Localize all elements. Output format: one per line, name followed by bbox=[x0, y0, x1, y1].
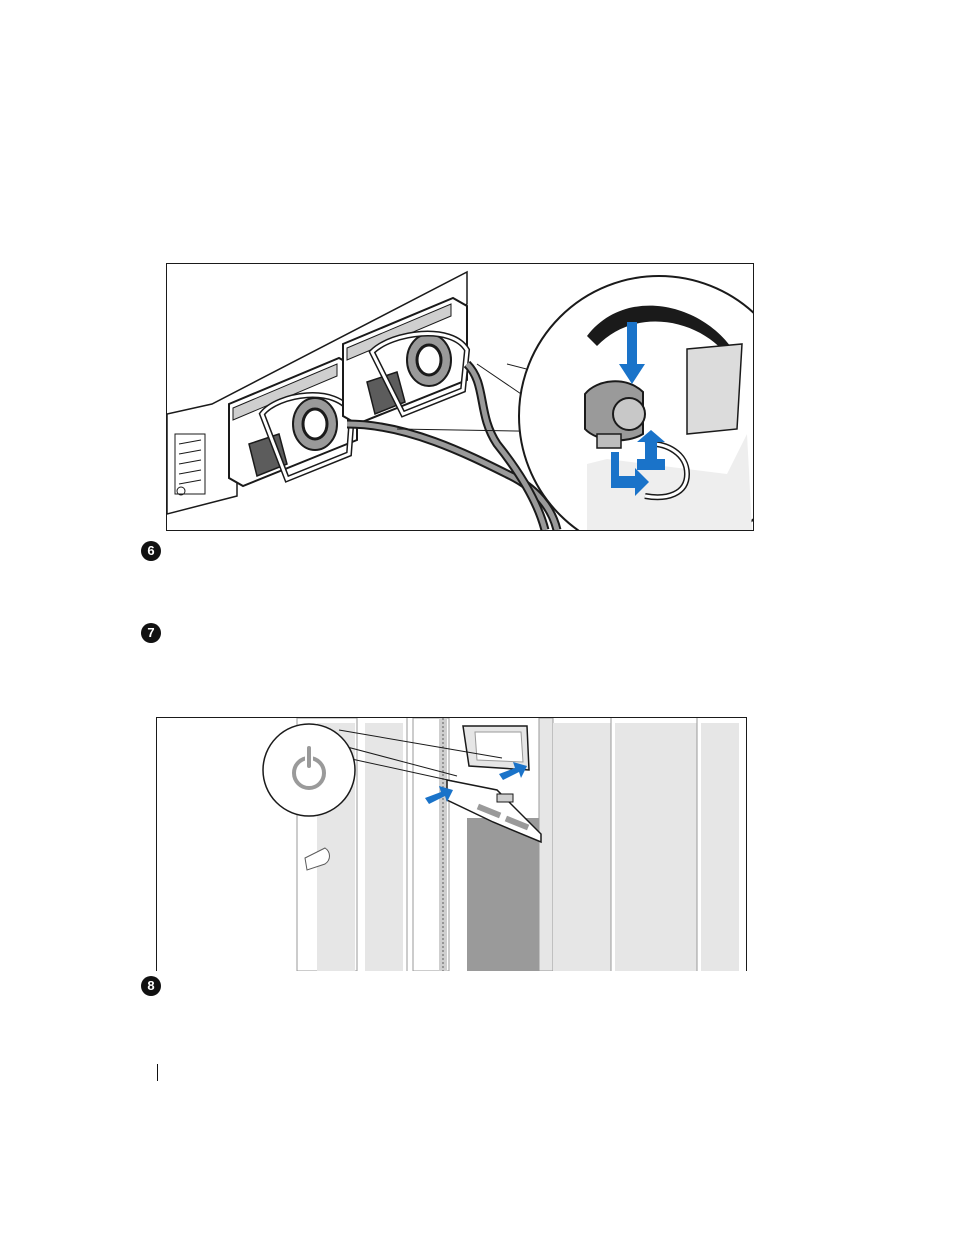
rack-frame bbox=[413, 718, 739, 971]
power-cord-illustration bbox=[166, 263, 754, 531]
step-marker-8: 8 bbox=[141, 976, 161, 996]
step-marker-6: 6 bbox=[141, 541, 161, 561]
power-button-illustration bbox=[156, 717, 747, 971]
power-cord-drawing bbox=[167, 264, 753, 530]
rack-drawing bbox=[157, 718, 746, 971]
page-footer-rule bbox=[157, 1064, 158, 1081]
monitor bbox=[463, 726, 529, 770]
power-button-icon bbox=[263, 724, 355, 816]
power-supply-1 bbox=[229, 358, 357, 486]
cable-retention-clip-icon bbox=[519, 276, 753, 530]
step-marker-7: 7 bbox=[141, 623, 161, 643]
